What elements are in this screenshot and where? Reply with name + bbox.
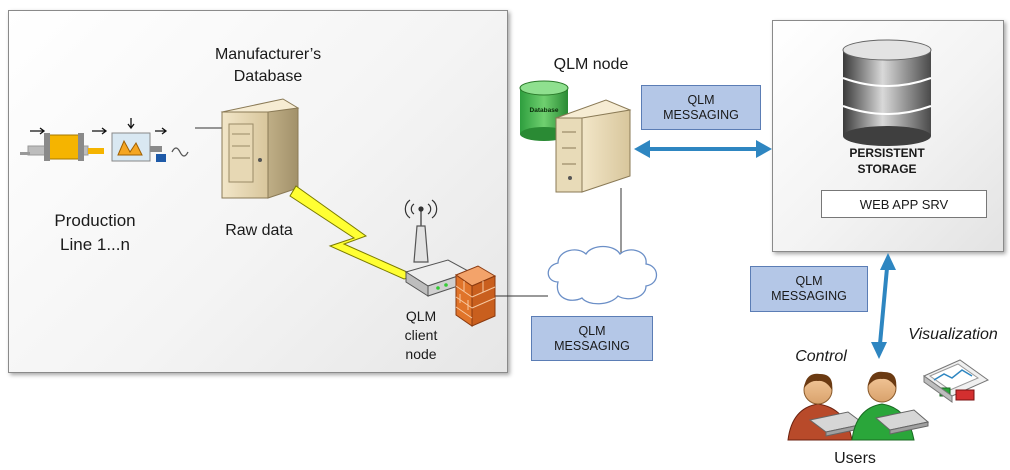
- production-line-icon: [20, 118, 189, 162]
- database-cylinder-label: Database: [529, 107, 559, 114]
- messaging-box-bottom-line2: MESSAGING: [554, 338, 630, 353]
- client-node-label-2: client: [404, 327, 438, 343]
- cloud-icon: [547, 245, 658, 305]
- client-node-label-3: node: [405, 346, 437, 362]
- messaging-box-top-line1: QLM: [687, 92, 715, 107]
- users-label: Users: [834, 450, 876, 467]
- messaging-box-right: QLM MESSAGING: [750, 266, 868, 312]
- antenna-icon: [404, 199, 438, 263]
- production-line-label-1: Production: [54, 211, 136, 230]
- production-line-label-2: Line 1...n: [60, 235, 130, 254]
- wireless-link-icon: [289, 185, 418, 280]
- persistent-storage-icon: [842, 39, 932, 146]
- messaging-box-bottom: QLM MESSAGING: [531, 316, 653, 361]
- messaging-box-top: QLM MESSAGING: [641, 85, 761, 130]
- database-label-line1: Manufacturer’s: [214, 46, 322, 63]
- messaging-box-bottom-line1: QLM: [578, 323, 606, 338]
- user-visualization-icon: [851, 371, 930, 441]
- messaging-box-right-line1: QLM: [795, 274, 823, 288]
- web-app-server-box: WEB APP SRV: [821, 190, 987, 218]
- qlm-node-title: QLM node: [553, 56, 629, 73]
- messaging-box-top-line2: MESSAGING: [663, 107, 739, 122]
- client-node-label-1: QLM: [405, 308, 437, 324]
- messaging-arrows: [634, 140, 896, 359]
- database-label-line2: Database: [233, 68, 303, 85]
- visualization-label: Visualization: [908, 326, 998, 343]
- firewall-icon: [454, 265, 497, 327]
- visualization-chart-icon: [922, 359, 990, 403]
- connector-lines: [195, 127, 622, 297]
- control-label: Control: [795, 348, 847, 365]
- raw-data-label: Raw data: [225, 222, 293, 239]
- qlm-node-server-icon: [554, 99, 632, 193]
- persistent-storage-label-2: STORAGE: [857, 162, 917, 176]
- database-server-icon: [220, 98, 300, 199]
- user-control-icon: [787, 373, 866, 441]
- messaging-box-right-line2: MESSAGING: [771, 289, 847, 303]
- persistent-storage-label-1: PERSISTENT: [849, 146, 925, 160]
